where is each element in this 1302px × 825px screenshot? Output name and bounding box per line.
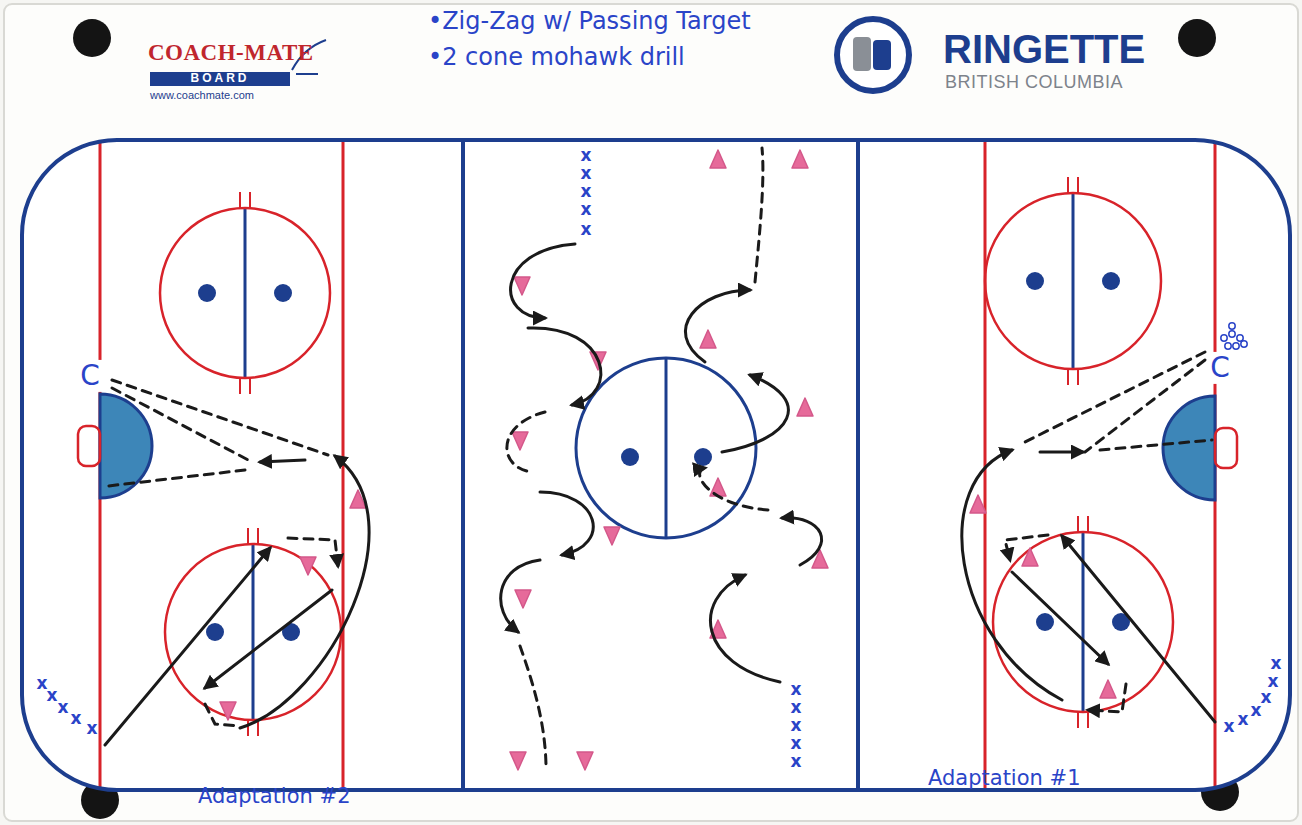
pass-line [1085,360,1205,452]
player-marker: x [1251,701,1262,721]
pass-line [112,388,252,462]
skate-path [540,492,593,555]
cone [710,478,726,496]
goal-net [78,426,100,466]
brand-url: www.coachmate.com [150,89,254,102]
player-marker: x [791,752,802,772]
player-marker: x [71,709,82,729]
brand-subtitle: BOARD [150,72,290,86]
faceoff-circle [160,192,330,394]
skate-path [260,460,305,462]
pass-line [755,148,763,282]
player-marker: x [581,164,592,184]
faceoff-circle [993,516,1173,728]
skate-path [1040,451,1083,454]
player-marker: x [37,674,48,694]
skate-path [962,450,1062,700]
skate-path [710,575,780,682]
cone [700,330,716,348]
player-marker: x [791,680,802,700]
player-marker: x [47,686,58,706]
pass-line [1100,440,1212,450]
skate-path [501,560,540,632]
skate-path [1062,536,1215,722]
org-region: BRITISH COLUMBIA [945,72,1123,93]
faceoff-circle [985,177,1161,385]
brand-name: COACH-MATE [148,40,314,66]
cone [1022,548,1038,566]
player-marker: x [581,146,592,166]
player-marker: x [581,220,592,240]
ring-pile [1233,343,1239,349]
player-marker: x [581,182,592,202]
cone [710,150,726,168]
ring-pile [1237,335,1243,341]
player-marker: x [1271,654,1282,674]
goal-crease [1163,396,1215,500]
pass-line [1088,684,1126,712]
player-marker: x [87,719,98,739]
cone [510,752,526,770]
player-marker: x [1238,710,1249,730]
skate-path [685,290,750,362]
whiteboard [4,4,1298,821]
cone [792,150,808,168]
ring-pile [1221,335,1227,341]
pass-line [700,468,768,510]
ring-pile [1225,343,1231,349]
skate-path [782,518,822,565]
cone [220,702,236,720]
player-marker: x [1224,717,1235,737]
pass-line [520,646,546,765]
goal-net [1215,428,1237,468]
blue-line [856,140,860,790]
pass-line [205,704,240,726]
ringette-logo [873,40,891,70]
cone [514,277,530,295]
ringette-logo [837,19,909,91]
cone [797,398,813,416]
pass-line [1005,535,1048,560]
ring-pile [1241,341,1247,347]
org-name: RINGETTE [943,26,1145,72]
pass-line [507,412,545,472]
cone [515,590,531,608]
ring-pile [1229,331,1235,337]
pass-line [108,470,245,486]
cone [604,527,620,545]
ring-pile [1229,323,1235,329]
cone [512,432,528,450]
skate-path [105,548,270,745]
player-marker: x [58,698,69,718]
faceoff-circle [165,528,341,736]
player-marker: x [791,716,802,736]
coach-marker: C [78,360,102,392]
blue-line [461,140,465,790]
board-pin [73,19,111,57]
player-marker: x [581,200,592,220]
board-pin [1178,19,1216,57]
center-circle [576,358,756,538]
skate-path [240,456,369,728]
ringette-logo [853,37,871,71]
pass-line [288,538,338,566]
cone [970,495,986,513]
drill-note: •2 cone mohawk drill [428,44,685,72]
skate-path [528,328,601,405]
adaptation-label: Adaptation #1 [928,766,1081,790]
player-marker: x [791,698,802,718]
adaptation-label: Adaptation #2 [198,784,351,808]
skate-path [511,244,575,318]
cone [1100,680,1116,698]
drill-note: •Zig-Zag w/ Passing Target [428,8,751,36]
skate-path [1012,572,1108,664]
player-marker: x [1261,688,1272,708]
rink [22,140,1290,790]
cone [577,752,593,770]
player-marker: x [791,734,802,754]
skate-path [722,375,788,452]
cone [300,557,316,575]
coach-marker: C [1208,352,1232,384]
